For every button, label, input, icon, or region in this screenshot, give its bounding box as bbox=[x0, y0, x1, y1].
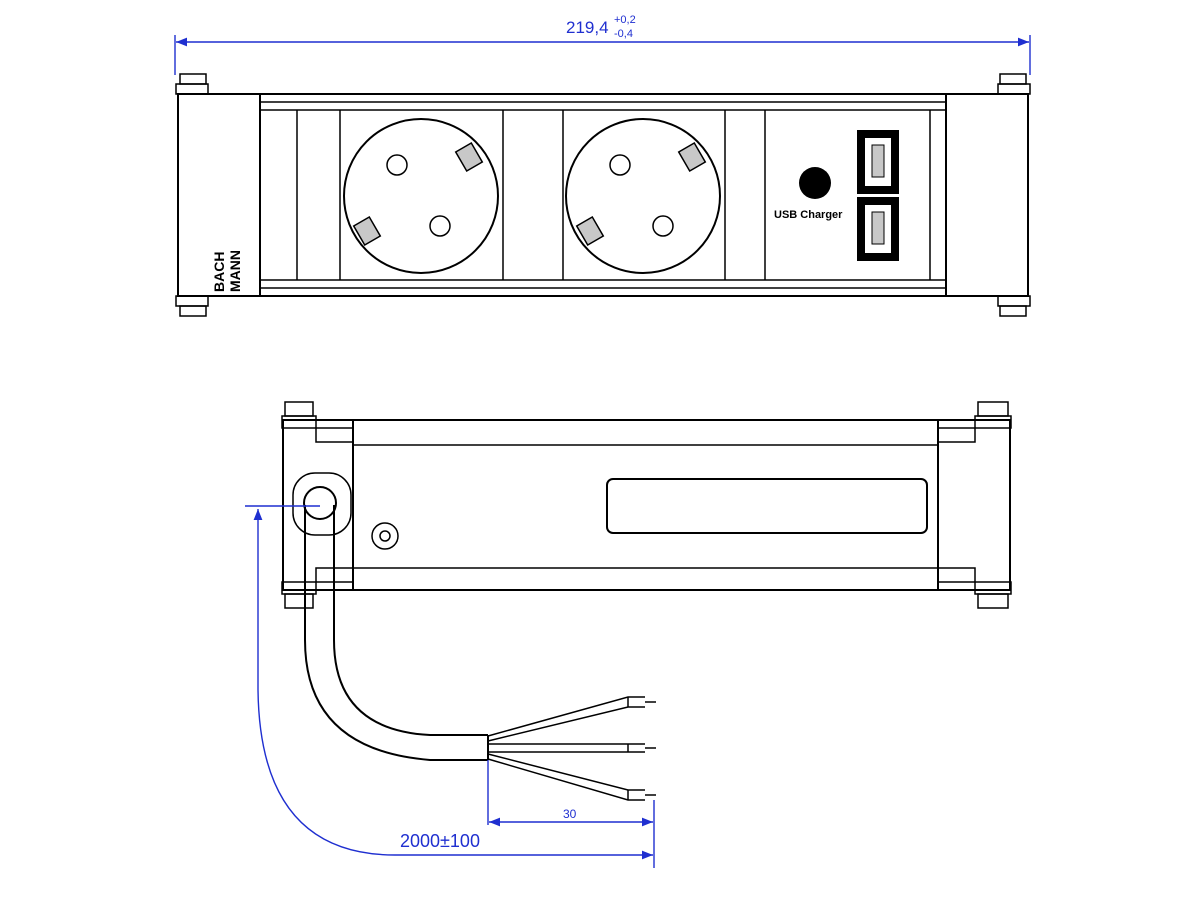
overall-width-dimension: 219,4 +0,2 -0,4 bbox=[174, 14, 1031, 75]
right-end-cap bbox=[945, 93, 1029, 297]
usb-port-2 bbox=[857, 197, 899, 261]
schuko-socket-2 bbox=[565, 118, 721, 274]
mounting-clip-bottom-right bbox=[997, 295, 1031, 317]
strip-length-value: 30 bbox=[563, 807, 577, 821]
brand-line-2: MANN bbox=[227, 250, 243, 292]
front-view: USB Charger BACH MANN bbox=[175, 73, 1031, 317]
cable-length-dimension: 2000±100 bbox=[245, 505, 653, 860]
mounting-clip-top-left bbox=[175, 73, 209, 95]
schuko-socket-1 bbox=[343, 118, 499, 274]
side-clip-bottom-left bbox=[281, 581, 317, 595]
side-clip-bottom-right bbox=[974, 581, 1012, 595]
usb-indicator-icon bbox=[799, 167, 831, 199]
side-clip-top-right bbox=[977, 401, 1009, 417]
width-tolerance-lower: -0,4 bbox=[614, 28, 633, 40]
usb-port-1 bbox=[857, 130, 899, 194]
power-cable bbox=[304, 505, 656, 801]
front-housing bbox=[177, 93, 1029, 297]
usb-charger-module: USB Charger bbox=[774, 130, 899, 261]
cable-gland bbox=[292, 472, 352, 536]
strip-length-dimension: 30 bbox=[487, 760, 655, 868]
side-view bbox=[281, 401, 1012, 609]
side-clip-top-left bbox=[284, 401, 314, 417]
left-end-cap bbox=[177, 93, 261, 297]
mounting-clip-bottom-left bbox=[175, 295, 209, 317]
brand-line-1: BACH bbox=[211, 252, 227, 292]
screw-icon bbox=[371, 522, 399, 550]
width-tolerance-upper: +0,2 bbox=[614, 14, 636, 26]
width-value: 219,4 bbox=[566, 18, 609, 37]
mounting-clip-top-right bbox=[997, 73, 1031, 95]
label-window bbox=[606, 478, 928, 534]
usb-charger-label: USB Charger bbox=[774, 209, 843, 221]
brand-logo: BACH MANN bbox=[211, 250, 243, 292]
cable-length-value: 2000±100 bbox=[400, 831, 480, 851]
